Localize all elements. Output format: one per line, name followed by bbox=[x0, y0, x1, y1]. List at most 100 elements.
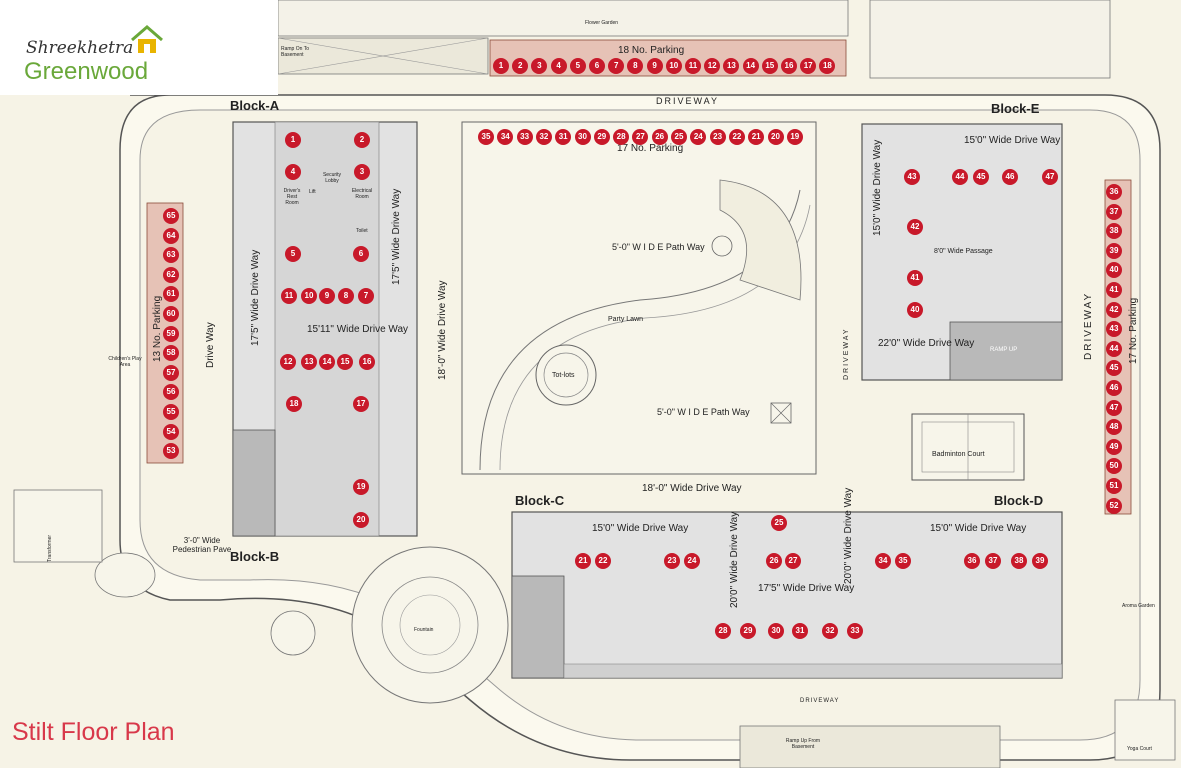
parking-spot-d-35: 35 bbox=[895, 553, 911, 569]
parking-spot-c-33: 33 bbox=[847, 623, 863, 639]
parking-spot-c-21: 21 bbox=[575, 553, 591, 569]
parking-spot-a-17: 17 bbox=[353, 396, 369, 412]
parking-spot-mid-26: 26 bbox=[651, 129, 668, 145]
amphitheatre bbox=[719, 179, 802, 301]
flower-garden-label: Flower Garden bbox=[585, 20, 619, 26]
parking-spot-mid-28: 28 bbox=[613, 129, 630, 145]
parking-spot-right-52: 52 bbox=[1106, 497, 1122, 514]
d-wide-1: 15'0" Wide Drive Way bbox=[930, 523, 1027, 534]
parking-spot-a-6: 6 bbox=[353, 246, 369, 262]
parking-spot-right-40: 40 bbox=[1106, 262, 1122, 279]
parking-spot-c-26: 26 bbox=[766, 553, 782, 569]
parking-spot-top-6: 6 bbox=[589, 58, 605, 74]
parking-spot-right-37: 37 bbox=[1106, 203, 1122, 220]
a-wide-2: 17'5" Wide Drive Way bbox=[391, 188, 402, 285]
e-wide-3: 22'0" Wide Drive Way bbox=[878, 338, 975, 349]
a-wide-3: 15'11" Wide Drive Way bbox=[307, 324, 409, 335]
gazebo-circle bbox=[711, 235, 733, 257]
parking-spot-mid-29: 29 bbox=[593, 129, 610, 145]
parking-spot-right-47: 47 bbox=[1106, 399, 1122, 416]
pedestrian-label: 3'-0" Wide Pedestrian Pave bbox=[172, 536, 232, 554]
parking-spot-d-36: 36 bbox=[964, 553, 980, 569]
block-b-ramp bbox=[232, 429, 276, 537]
parking-spot-right-48: 48 bbox=[1106, 419, 1122, 436]
a-security-lobby: Security Lobby bbox=[322, 172, 342, 184]
fountain-circle bbox=[351, 546, 509, 704]
parking-spot-right-51: 51 bbox=[1106, 478, 1122, 494]
parking-spot-mid-19: 19 bbox=[786, 129, 803, 145]
parking-spot-top-18: 18 bbox=[819, 58, 836, 74]
parking-spot-c-32: 32 bbox=[822, 623, 838, 639]
parking-spot-a-18: 18 bbox=[286, 396, 302, 412]
mound-shape bbox=[94, 552, 156, 598]
path-way-node bbox=[770, 402, 792, 424]
parking-spot-a-15: 15 bbox=[337, 354, 353, 370]
block-c-label: Block-C bbox=[515, 493, 565, 508]
parking-spot-d-38: 38 bbox=[1011, 553, 1027, 569]
transformer-label: Transformer bbox=[47, 534, 53, 562]
parking-spot-top-3: 3 bbox=[531, 58, 548, 74]
parking-spot-e-46: 46 bbox=[1002, 169, 1018, 185]
ramp-to-label: Ramp On To Basement bbox=[281, 46, 309, 58]
parking-spot-top-8: 8 bbox=[627, 58, 644, 74]
basement-ramp-bottom bbox=[739, 725, 1001, 768]
parking-spot-c-28: 28 bbox=[715, 623, 731, 639]
house-icon bbox=[131, 25, 163, 53]
path-way-2: 5'-0" W I D E Path Way bbox=[657, 407, 750, 417]
parking-spot-right-50: 50 bbox=[1106, 458, 1122, 475]
parking-spot-mid-35: 35 bbox=[478, 129, 494, 145]
parking-spot-e-41: 41 bbox=[907, 270, 923, 286]
party-lawn-label: Party Lawn bbox=[608, 316, 644, 323]
parking-spot-right-38: 38 bbox=[1106, 223, 1122, 240]
parking-spot-right-36: 36 bbox=[1106, 184, 1122, 200]
parking-spot-top-13: 13 bbox=[723, 58, 740, 74]
parking-spot-top-2: 2 bbox=[512, 58, 529, 74]
block-a-label: Block-A bbox=[230, 98, 280, 113]
parking-spot-a-14: 14 bbox=[319, 354, 335, 370]
d-wide-2: 20'0" Wide Drive Way bbox=[843, 487, 854, 584]
parking-spot-mid-20: 20 bbox=[767, 129, 784, 145]
parking-spot-top-17: 17 bbox=[800, 58, 817, 74]
logo-line1: Shreekhetra bbox=[26, 38, 134, 58]
a-drivers-rest: Driver's Rest Room bbox=[283, 188, 301, 206]
parking-spot-left-60: 60 bbox=[163, 306, 179, 322]
parking-spot-left-54: 54 bbox=[163, 423, 179, 440]
parking-spot-c-30: 30 bbox=[768, 623, 784, 639]
parking-spot-e-44: 44 bbox=[952, 169, 968, 185]
parking-spot-left-63: 63 bbox=[163, 247, 179, 264]
parking-spot-a-16: 16 bbox=[359, 354, 375, 370]
parking-spot-a-13: 13 bbox=[301, 354, 317, 370]
parking-spot-right-43: 43 bbox=[1106, 321, 1122, 338]
parking-spot-left-62: 62 bbox=[163, 266, 179, 283]
parking-spot-top-14: 14 bbox=[742, 58, 759, 74]
parking-spot-top-11: 11 bbox=[685, 58, 701, 74]
parking-spot-mid-24: 24 bbox=[690, 129, 707, 145]
driveway-right-label: DRIVEWAY bbox=[1083, 291, 1094, 360]
parking-spot-right-46: 46 bbox=[1106, 380, 1122, 396]
parking-spot-right-41: 41 bbox=[1106, 282, 1122, 298]
ramp-up-label: RAMP UP bbox=[990, 347, 1018, 353]
aroma-label: Aroma Garden bbox=[1122, 603, 1155, 609]
parking-spot-d-37: 37 bbox=[985, 553, 1001, 569]
parking-spot-a-1: 1 bbox=[285, 132, 301, 148]
parking-spot-e-47: 47 bbox=[1042, 169, 1058, 185]
parking-spot-c-29: 29 bbox=[740, 623, 756, 639]
parking-spot-top-9: 9 bbox=[646, 58, 663, 74]
parking-mid-label: 17 No. Parking bbox=[617, 143, 684, 154]
parking-spot-left-59: 59 bbox=[163, 325, 179, 342]
parking-spot-left-58: 58 bbox=[163, 345, 179, 362]
badminton-label: Badminton Court bbox=[932, 451, 985, 458]
parking-spot-c-25: 25 bbox=[771, 515, 787, 531]
fountain-label: Fountain bbox=[414, 627, 434, 633]
parking-spot-a-20: 20 bbox=[353, 512, 369, 528]
parking-spot-top-4: 4 bbox=[550, 58, 567, 74]
parking-spot-mid-31: 31 bbox=[555, 129, 572, 145]
parking-spot-c-24: 24 bbox=[684, 553, 700, 569]
parking-spot-left-65: 65 bbox=[163, 208, 179, 224]
logo-line2: Greenwood bbox=[24, 58, 149, 85]
parking-spot-e-45: 45 bbox=[973, 169, 989, 185]
ramp-basement-label: Ramp Up From Basement bbox=[785, 738, 821, 750]
a-lift: Lift bbox=[309, 189, 316, 195]
